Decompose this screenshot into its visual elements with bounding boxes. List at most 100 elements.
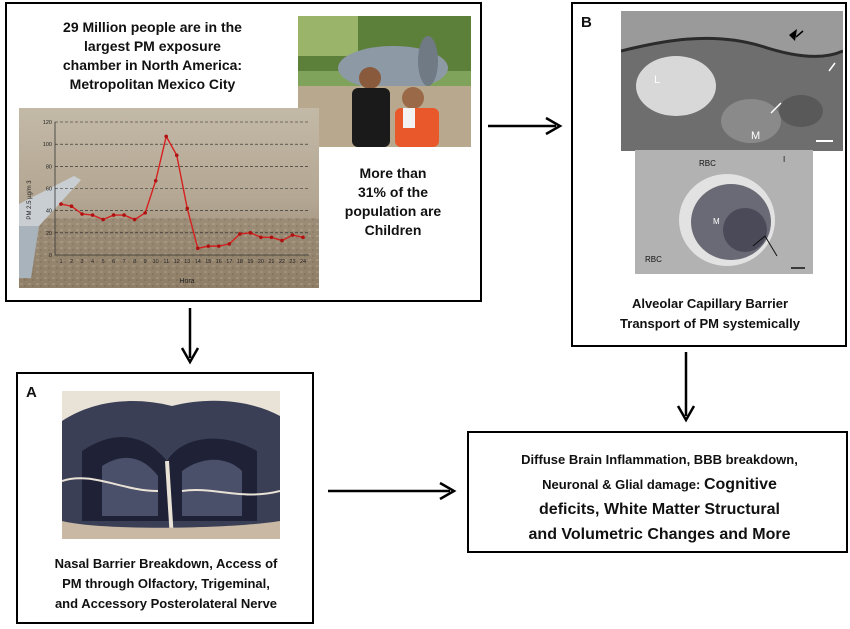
x-tick-label: 10 <box>153 259 159 265</box>
x-tick-label: 7 <box>123 259 126 265</box>
data-point <box>143 211 147 215</box>
data-point <box>69 204 74 209</box>
y-axis-label: PM 2.5 µg/m 3 <box>27 180 33 220</box>
data-point <box>111 213 116 217</box>
label-M-top: M <box>751 130 760 142</box>
x-tick-label: 2 <box>70 259 73 265</box>
x-tick-label: 3 <box>81 259 84 265</box>
x-tick-label: 1 <box>59 259 62 265</box>
x-tick-label: 19 <box>247 259 253 265</box>
label-RBC-top: RBC <box>699 159 716 168</box>
panel-a-letter: A <box>26 384 37 401</box>
arrow-right-to-outcome <box>328 481 457 501</box>
teen-boys-photo <box>298 16 471 147</box>
data-point <box>164 134 169 139</box>
nasal-epithelium-image <box>62 391 280 539</box>
panel-a-box: A Nasal Barrier Breakdown, Access of PM … <box>16 372 314 624</box>
outcome-line-4: and Volumetric Changes and More <box>528 526 791 543</box>
panel-b-caption-line-1: Alveolar Capillary Barrier <box>631 296 789 311</box>
x-tick-label: 13 <box>184 259 190 265</box>
data-point <box>80 212 84 216</box>
x-tick-label: 16 <box>216 259 222 265</box>
x-tick-label: 23 <box>289 259 295 265</box>
data-point <box>122 213 126 217</box>
x-tick-label: 21 <box>268 259 274 265</box>
panel-a-caption-line-3: and Accessory Posterolateral Nerve <box>54 596 278 611</box>
outcome-line-2-small: Neuronal & Glial damage: <box>542 477 704 492</box>
alveolar-micrograph-top: L M <box>621 11 843 151</box>
data-point <box>290 233 295 237</box>
outcome-line-1: Diffuse Brain Inflammation, BBB breakdow… <box>521 452 798 467</box>
panel-a-caption-line-2: PM through Olfactory, Trigeminal, <box>62 576 270 591</box>
data-point <box>238 232 242 236</box>
pointer-arrow-icon <box>789 29 797 41</box>
data-point <box>248 231 253 235</box>
y-tick-label: 80 <box>46 164 52 170</box>
data-point <box>101 217 105 222</box>
label-I: I <box>783 155 785 164</box>
data-point <box>301 235 305 240</box>
outcome-line-2-large: Cognitive <box>703 476 777 493</box>
x-tick-label: 17 <box>226 259 232 265</box>
headline-line-3: chamber in North America: <box>62 57 243 73</box>
y-tick-label: 120 <box>43 120 52 126</box>
x-tick-label: 8 <box>133 259 136 265</box>
x-axis-label: Hora <box>179 278 194 285</box>
headline-line-2: largest PM exposure <box>84 38 221 54</box>
x-tick-label: 12 <box>174 259 180 265</box>
data-point <box>217 244 221 248</box>
label-RBC-bottom: RBC <box>645 255 662 264</box>
x-tick-label: 4 <box>91 259 94 265</box>
y-tick-label: 100 <box>43 142 52 148</box>
outcome-line-3: deficits, White Matter Structural <box>539 501 780 518</box>
data-point <box>280 238 284 243</box>
y-tick-label: 60 <box>46 187 52 193</box>
x-tick-label: 5 <box>102 259 105 265</box>
x-tick-label: 24 <box>300 259 306 265</box>
panel-b-caption: Alveolar Capillary Barrier Transport of … <box>579 294 841 334</box>
data-point <box>174 153 179 158</box>
outcome-line-2: Neuronal & Glial damage: Cognitive <box>473 472 846 497</box>
x-tick-label: 6 <box>112 259 115 265</box>
mexico-city-box: 29 Million people are in the largest PM … <box>5 2 482 302</box>
x-tick-label: 9 <box>144 259 147 265</box>
x-tick-label: 15 <box>205 259 211 265</box>
x-tick-label: 22 <box>279 259 285 265</box>
arrow-down-to-a <box>180 308 200 365</box>
x-tick-label: 18 <box>237 259 243 265</box>
arrow-down-to-outcome <box>676 352 696 423</box>
data-point <box>59 202 63 206</box>
x-tick-label: 14 <box>195 259 201 265</box>
y-tick-label: 20 <box>46 231 52 237</box>
children-line-4: Children <box>364 222 422 238</box>
headline-line-4: Metropolitan Mexico City <box>69 76 236 92</box>
y-tick-label: 40 <box>46 209 52 215</box>
children-line-2: 31% of the <box>357 184 428 200</box>
children-line-3: population are <box>344 203 442 219</box>
data-point <box>132 217 137 222</box>
outcome-text: Diffuse Brain Inflammation, BBB breakdow… <box>473 447 846 547</box>
data-point <box>227 242 232 246</box>
headline-line-1: 29 Million people are in the <box>63 19 242 35</box>
label-L: L <box>654 74 660 86</box>
arrow-right-to-b <box>488 116 563 136</box>
children-line-1: More than <box>359 165 427 181</box>
panel-b-box: B L M RBC I RBC M <box>571 2 847 347</box>
data-point <box>206 244 211 248</box>
panel-a-caption-line-1: Nasal Barrier Breakdown, Access of <box>54 556 278 571</box>
panel-b-letter: B <box>581 14 592 31</box>
data-point <box>185 206 190 211</box>
airplane-wing <box>19 176 81 232</box>
data-point <box>195 246 200 251</box>
panel-a-caption: Nasal Barrier Breakdown, Access of PM th… <box>24 554 308 614</box>
x-tick-label: 11 <box>163 259 169 265</box>
x-tick-label: 20 <box>258 259 264 265</box>
headline: 29 Million people are in the largest PM … <box>15 18 290 94</box>
children-note: More than 31% of the population are Chil… <box>323 164 463 240</box>
panel-b-caption-line-2: Transport of PM systemically <box>620 316 800 331</box>
data-point <box>269 235 274 240</box>
data-point <box>153 178 158 183</box>
label-M-bottom: M <box>713 217 720 226</box>
outcome-box: Diffuse Brain Inflammation, BBB breakdow… <box>467 431 848 553</box>
